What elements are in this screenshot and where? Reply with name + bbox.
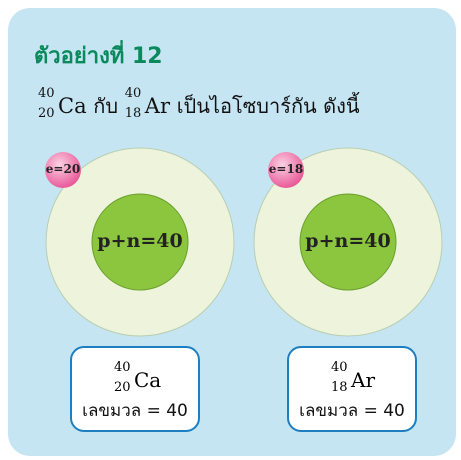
argon-nucleus <box>299 193 397 291</box>
calcium-electron-label: e=20 <box>45 162 81 176</box>
argon-electron <box>268 152 304 188</box>
argon-nucleus-label: p+n=40 <box>305 230 391 252</box>
argon-notation: 40 18 Ar <box>124 86 170 121</box>
calcium-info-box: 40 20 Ca เลขมวล = 40 <box>70 346 200 432</box>
argon-mass-number: เลขมวล = 40 <box>299 401 405 421</box>
statement-line: 40 20 Ca กับ 40 18 Ar เป็นไอโซบาร์กัน ดั… <box>38 86 360 122</box>
argon-info-box: 40 18 Ar เลขมวล = 40 <box>287 346 417 432</box>
calcium-nucleus-label: p+n=40 <box>97 230 183 252</box>
example-title: ตัวอย่างที่ 12 <box>34 44 163 69</box>
calcium-electron <box>45 152 81 188</box>
argon-box-notation: 40 18 Ar <box>331 360 376 395</box>
calcium-notation: 40 20 Ca <box>38 86 87 121</box>
calcium-mass-number: เลขมวล = 40 <box>82 401 188 421</box>
calcium-box-notation: 40 20 Ca <box>114 360 162 395</box>
argon-electron-label: e=18 <box>268 162 304 176</box>
connector-text: กับ <box>93 94 119 118</box>
isobar-text: เป็นไอโซบาร์กัน ดังนี้ <box>176 94 360 118</box>
calcium-nucleus <box>91 193 189 291</box>
